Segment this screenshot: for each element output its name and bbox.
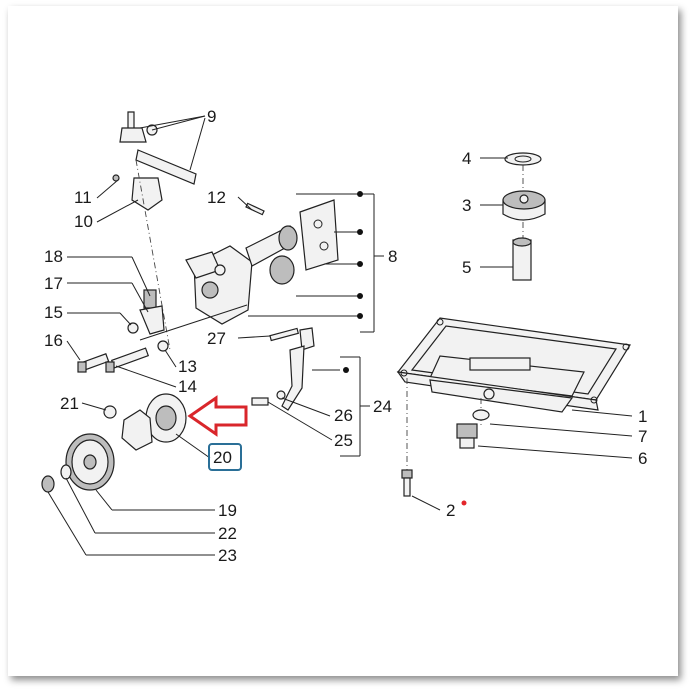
label-2: 2 — [446, 501, 455, 520]
highlight-box-20 — [208, 443, 242, 471]
bolt-16 — [77, 353, 110, 373]
label-22: 22 — [218, 524, 237, 543]
pin-12 — [245, 202, 265, 216]
label-18: 18 — [44, 247, 63, 266]
pump-body — [139, 199, 339, 341]
label-14: 14 — [178, 377, 197, 396]
label-8: 8 — [388, 247, 397, 266]
cover-20 — [145, 393, 187, 443]
label-25: 25 — [334, 431, 353, 450]
gear-19 — [65, 433, 115, 491]
label-24: 24 — [373, 397, 392, 416]
control-rod — [112, 111, 197, 351]
label-10: 10 — [74, 212, 93, 231]
label-17: 17 — [44, 274, 63, 293]
bolt-14 — [105, 347, 150, 373]
oil-pan — [396, 317, 631, 413]
spring-17 — [139, 289, 165, 335]
label-3: 3 — [462, 196, 471, 215]
bracket-24 — [312, 356, 370, 457]
leader-lines — [47, 115, 633, 556]
spring-27 — [269, 327, 300, 342]
label-12: 12 — [207, 188, 226, 207]
bolt-2 — [401, 378, 413, 497]
label-21: 21 — [60, 394, 79, 413]
label-20: 20 — [213, 448, 232, 467]
label-19: 19 — [218, 501, 237, 520]
label-9: 9 — [207, 107, 216, 126]
rotor-group — [502, 152, 546, 281]
label-11: 11 — [74, 188, 92, 207]
asterisk-marker — [461, 500, 467, 506]
bracket-8 — [248, 193, 384, 333]
label-5: 5 — [462, 258, 471, 277]
label-7: 7 — [638, 427, 647, 446]
lever-24 — [281, 327, 315, 411]
label-16: 16 — [44, 331, 63, 350]
label-27: 27 — [207, 329, 226, 348]
label-23: 23 — [218, 546, 237, 565]
label-26: 26 — [334, 406, 353, 425]
label-6: 6 — [638, 449, 647, 468]
drain-plug — [456, 398, 490, 449]
label-13: 13 — [178, 357, 197, 376]
highlight-arrow — [187, 395, 248, 437]
label-1: 1 — [638, 407, 647, 426]
label-15: 15 — [44, 303, 63, 322]
ball-21 — [103, 405, 117, 419]
label-4: 4 — [462, 149, 471, 168]
